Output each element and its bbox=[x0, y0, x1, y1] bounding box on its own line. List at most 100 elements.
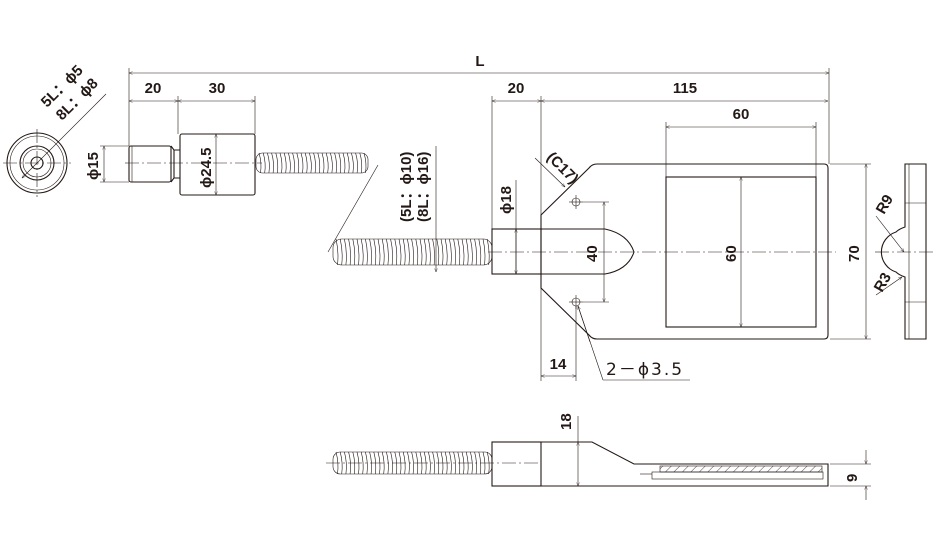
hose-coil bbox=[360, 451, 364, 475]
connector-diameter-label: ϕ15 bbox=[85, 152, 102, 180]
hose-coil bbox=[292, 152, 295, 174]
hose-coil bbox=[351, 152, 354, 174]
hose-coil bbox=[381, 451, 385, 475]
hose-coil bbox=[283, 152, 287, 174]
hole-offset-label: 14 bbox=[550, 356, 567, 373]
hose-coil bbox=[355, 152, 358, 174]
sensor-head-top bbox=[488, 163, 836, 340]
hose-coil bbox=[449, 451, 452, 475]
end-view bbox=[3, 93, 107, 197]
hose-coil bbox=[317, 152, 321, 174]
hose-coil bbox=[373, 238, 377, 266]
hose-coil bbox=[470, 451, 473, 475]
hose-coil bbox=[339, 451, 343, 475]
hose-5l-label: (5L：ϕ10) bbox=[398, 152, 415, 222]
hose-coil bbox=[321, 152, 325, 174]
hose-coil bbox=[411, 451, 414, 475]
hose-coil bbox=[342, 152, 346, 174]
chamfer-label: (C17) bbox=[543, 149, 582, 188]
connector-body-diameter-label: ϕ24.5 bbox=[198, 148, 215, 188]
hose-coil bbox=[419, 238, 423, 266]
hose-coil bbox=[363, 152, 367, 174]
hose-8l-label: (8L：ϕ16) bbox=[415, 152, 432, 222]
head-length-label: 20 bbox=[508, 80, 525, 97]
overall-length-label: L bbox=[475, 53, 484, 70]
hose-coil bbox=[432, 238, 435, 266]
hose-coil bbox=[267, 152, 270, 174]
hose-coil bbox=[465, 238, 469, 266]
hose-coil bbox=[339, 238, 343, 266]
hose-coil bbox=[344, 238, 347, 266]
hose-coil bbox=[432, 451, 435, 475]
hose-coil bbox=[423, 238, 427, 266]
sensor-side-view bbox=[326, 441, 829, 487]
plate-width-label: 70 bbox=[846, 245, 863, 262]
hose-coil bbox=[474, 238, 477, 266]
hose-coil bbox=[407, 238, 410, 266]
hose-coil bbox=[325, 152, 329, 174]
hose-coil bbox=[288, 152, 291, 174]
hose-coil bbox=[258, 152, 262, 174]
sensor-width-label: 60 bbox=[733, 106, 750, 123]
hose-coil bbox=[335, 238, 339, 266]
hose-coil bbox=[304, 152, 308, 174]
hose-coil bbox=[352, 238, 356, 266]
hose-coil bbox=[348, 238, 351, 266]
plate-thickness-label: 9 bbox=[844, 474, 861, 482]
hose-coil bbox=[394, 238, 398, 266]
hose-coil bbox=[365, 238, 368, 266]
hose-coil bbox=[428, 451, 431, 475]
hose-coil bbox=[369, 238, 372, 266]
hose-coil bbox=[453, 451, 456, 475]
hose-upper bbox=[255, 152, 369, 174]
hose-coil bbox=[359, 152, 363, 174]
radius-small-label: R3 bbox=[871, 270, 895, 295]
hose-coil bbox=[390, 238, 393, 266]
hose-coil bbox=[457, 238, 461, 266]
hose-coil bbox=[300, 152, 304, 174]
hose-coil bbox=[313, 152, 316, 174]
hose-coil bbox=[482, 238, 486, 266]
hose-coil bbox=[262, 152, 266, 174]
hose-coil bbox=[309, 152, 312, 174]
radius-large-label: R9 bbox=[873, 192, 897, 217]
hose-coil bbox=[279, 152, 283, 174]
sensor-height-label: 60 bbox=[723, 245, 740, 262]
hose-coil bbox=[346, 152, 350, 174]
break-line bbox=[327, 164, 379, 253]
hose-coil bbox=[398, 238, 402, 266]
hose-coil bbox=[377, 238, 381, 266]
hose-coil bbox=[275, 152, 279, 174]
hose-lower bbox=[332, 238, 493, 266]
head-height-label: 18 bbox=[558, 413, 575, 430]
connector-body-length-label: 30 bbox=[209, 80, 226, 97]
hose-coil bbox=[365, 451, 368, 475]
hose-coil bbox=[381, 238, 385, 266]
hose-coil bbox=[360, 238, 364, 266]
hole-pitch-label: 40 bbox=[584, 245, 601, 262]
hose-coil bbox=[386, 238, 389, 266]
hose-coil bbox=[402, 238, 406, 266]
hose-coil bbox=[330, 152, 333, 174]
hose-coil bbox=[440, 238, 444, 266]
plate-length-label: 115 bbox=[673, 80, 697, 97]
hose-coil bbox=[356, 238, 360, 266]
hose-coil bbox=[296, 152, 300, 174]
hose-coil bbox=[334, 152, 337, 174]
hose-coil bbox=[461, 238, 465, 266]
hose-coil bbox=[470, 238, 473, 266]
hose-coil bbox=[449, 238, 452, 266]
hose-coil bbox=[444, 238, 448, 266]
hose-coil bbox=[453, 238, 456, 266]
holes-label: 2－ϕ3.5 bbox=[606, 360, 684, 380]
hose-coil bbox=[338, 152, 342, 174]
connector-length-label: 20 bbox=[145, 80, 162, 97]
plate-end-view bbox=[875, 163, 936, 340]
hose-coil bbox=[436, 238, 440, 266]
hose-coil bbox=[428, 238, 431, 266]
hose-coil bbox=[415, 238, 419, 266]
hose-coil bbox=[271, 152, 274, 174]
hose-coil bbox=[478, 238, 482, 266]
hose-coil bbox=[344, 451, 347, 475]
